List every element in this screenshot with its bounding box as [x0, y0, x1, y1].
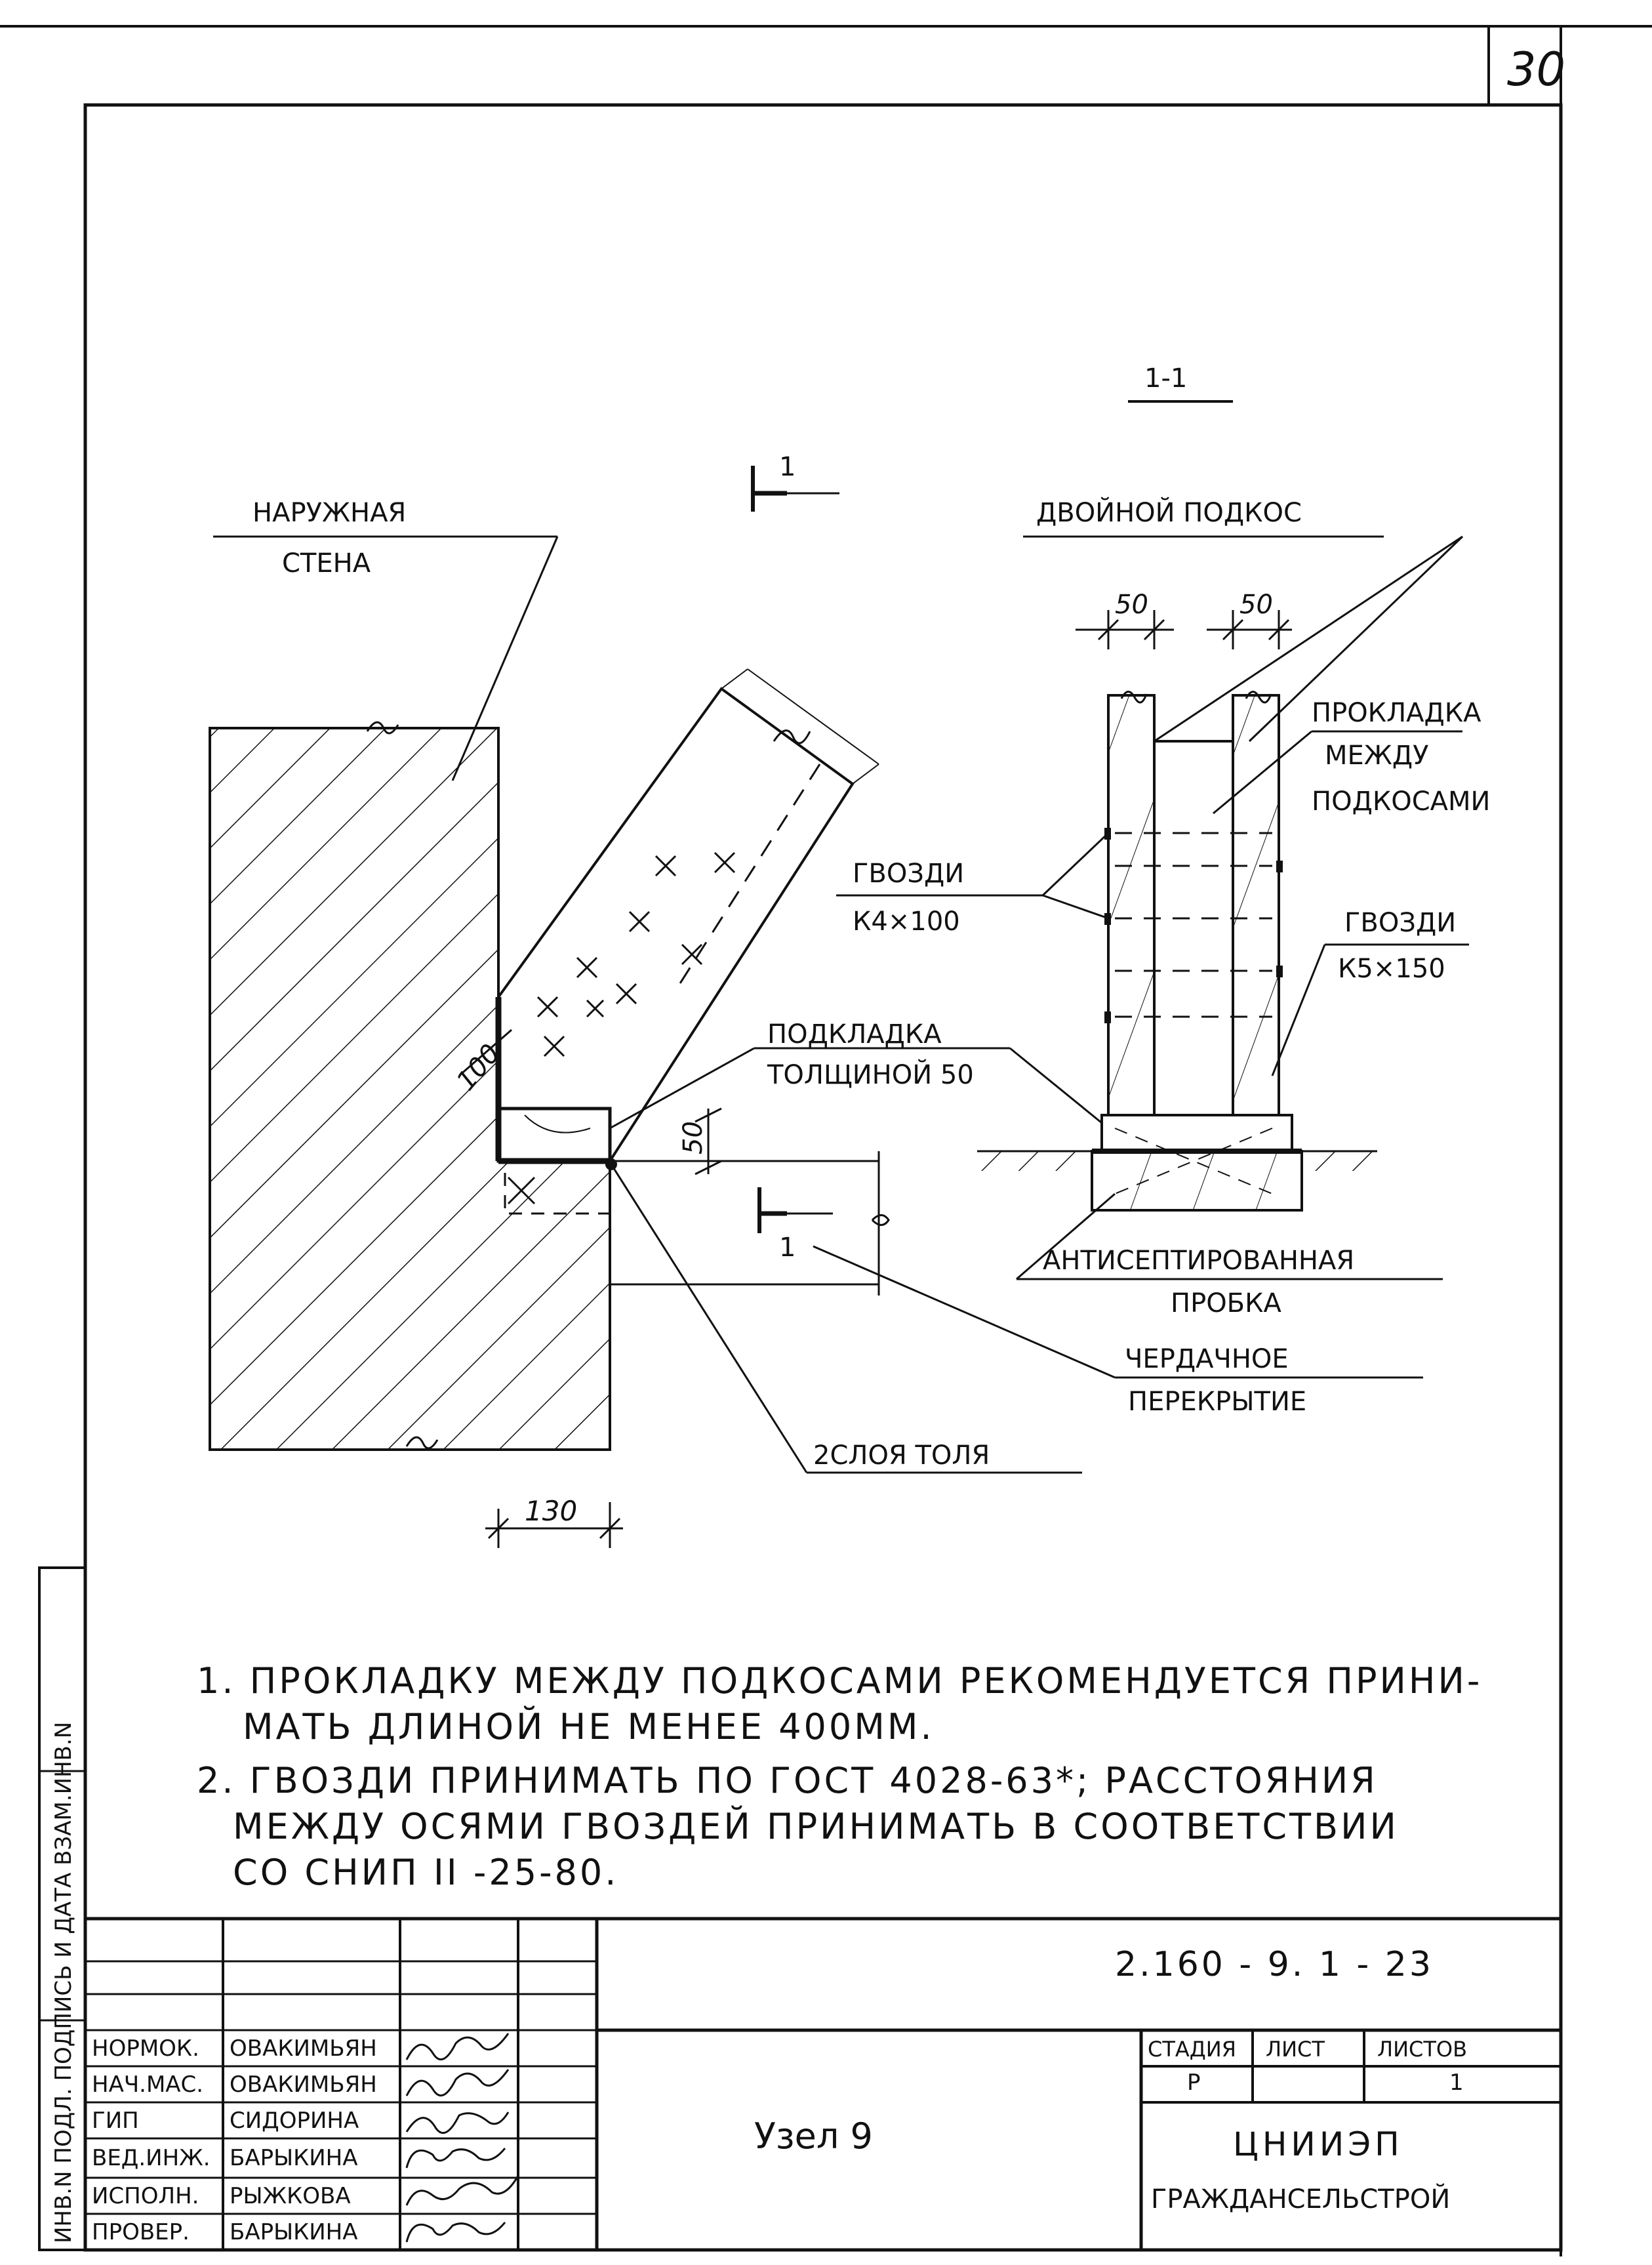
- section-title: 1-1: [1144, 363, 1187, 394]
- name-3: СИДОРИНА: [230, 2108, 359, 2134]
- note-2-line-3: СО СНИП II -25-80.: [233, 1852, 619, 1893]
- plug-label-2: ПРОБКА: [1171, 1288, 1282, 1318]
- pad: [495, 997, 612, 1215]
- stage-header: СТАДИЯ: [1148, 2037, 1236, 2062]
- nails-left-label-1: ГВОЗДИ: [853, 859, 964, 889]
- double-strut-label: ДВОЙНОЙ ПОДКОС: [1036, 497, 1302, 528]
- role-5: ИСПОЛН.: [92, 2183, 199, 2209]
- role-6: ПРОВЕР.: [92, 2219, 190, 2245]
- organization-line-1: ЦНИИЭП: [1233, 2125, 1403, 2163]
- pad-label-1: ПОДКЛАДКА: [767, 1019, 942, 1050]
- side-stamp-text: ИНВ.N ПОДЛ. ПОДПИСЬ И ДАТА ВЗАМ.ИНВ.N: [50, 1722, 77, 2243]
- name-1: ОВАКИМЬЯН: [230, 2035, 377, 2062]
- section-marker-bottom: [757, 1187, 833, 1233]
- dim-50-pad-label: 50: [678, 1121, 708, 1154]
- role-4: ВЕД.ИНЖ.: [92, 2145, 211, 2171]
- section-marker-top: [751, 466, 839, 512]
- antiseptic-plug: [1091, 1114, 1303, 1212]
- attic-floor-label-1: ЧЕРДАЧНОЕ: [1125, 1344, 1289, 1374]
- attic-floor-label-2: ПЕРЕКРЫТИЕ: [1128, 1387, 1306, 1417]
- attic-floor: [610, 1151, 890, 1296]
- title-block: [85, 1917, 1561, 2250]
- outer-wall-label-2: СТЕНА: [282, 548, 371, 579]
- note-1-line-1: 1. ПРОКЛАДКУ МЕЖДУ ПОДКОСАМИ РЕКОМЕНДУЕТ…: [197, 1660, 1483, 1702]
- sheet-header: ЛИСТ: [1266, 2037, 1325, 2062]
- spacer-label-2: МЕЖДУ: [1325, 741, 1429, 771]
- dim-50-left: 50: [1115, 590, 1148, 620]
- dims-top-strut: [1076, 610, 1292, 649]
- note-2-line-1: 2. ГВОЗДИ ПРИНИМАТЬ ПО ГОСТ 4028-63*; РА…: [197, 1760, 1378, 1801]
- ground-line: [977, 1150, 1377, 1171]
- section-marker-bottom-label: 1: [779, 1233, 796, 1263]
- sheet-name: Узел 9: [754, 2115, 873, 2157]
- name-5: РЫЖКОВА: [230, 2183, 351, 2209]
- pad-label-2: ТОЛЩИНОЙ 50: [767, 1059, 974, 1090]
- spacer-label-1: ПРОКЛАДКА: [1312, 698, 1481, 728]
- sheet-number: 30: [1507, 43, 1565, 96]
- dim-50-right: 50: [1239, 590, 1273, 620]
- name-4: БАРЫКИНА: [230, 2145, 358, 2171]
- name-2: ОВАКИМЬЯН: [230, 2071, 377, 2098]
- organization-line-2: ГРАЖДАНСЕЛЬСТРОЙ: [1151, 2184, 1451, 2214]
- doc-code: 2.160 - 9. 1 - 23: [1115, 1945, 1434, 1984]
- nails-right-label-1: ГВОЗДИ: [1344, 908, 1456, 938]
- spacer-label-3: ПОДКОСАМИ: [1312, 786, 1490, 817]
- dim-130: [485, 1502, 623, 1548]
- dim-130-label: 130: [525, 1495, 577, 1527]
- strut-section: [1104, 691, 1283, 1116]
- role-1: НОРМОК.: [92, 2035, 199, 2062]
- note-2-line-2: МЕЖДУ ОСЯМИ ГВОЗДЕЙ ПРИНИМАТЬ В СООТВЕТС…: [233, 1806, 1399, 1847]
- sheets-header: ЛИСТОВ: [1377, 2037, 1468, 2062]
- side-stamp-frame: [38, 1566, 87, 2251]
- dim-50-pad: [695, 1107, 722, 1175]
- nail-marks-strut: [536, 851, 736, 1057]
- sheet-frame: [0, 25, 1652, 2256]
- note-1-line-2: МАТЬ ДЛИНОЙ НЕ МЕНЕЕ 400ММ.: [243, 1706, 935, 1747]
- nails-left-label-2: К4×100: [853, 907, 960, 937]
- role-2: НАЧ.МАС.: [92, 2071, 204, 2098]
- nails-right-label-2: К5×150: [1338, 954, 1445, 984]
- sheets-value: 1: [1449, 2070, 1464, 2096]
- plug-label-1: АНТИСЕПТИРОВАННАЯ: [1043, 1246, 1354, 1276]
- stage-value: Р: [1187, 2070, 1201, 2096]
- roofing-label: 2СЛОЯ ТОЛЯ: [813, 1440, 990, 1471]
- name-6: БАРЫКИНА: [230, 2219, 358, 2245]
- outer-wall-label-1: НАРУЖНАЯ: [252, 498, 406, 528]
- section-marker-top-label: 1: [779, 452, 796, 482]
- role-3: ГИП: [92, 2108, 139, 2134]
